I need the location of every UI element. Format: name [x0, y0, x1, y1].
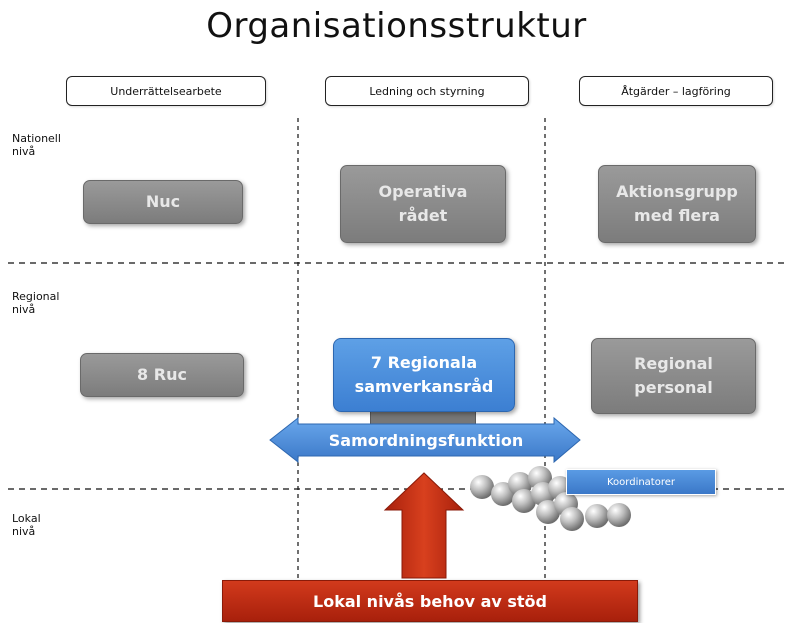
column-header-atgarder: Åtgärder – lagföring — [579, 76, 773, 106]
coordinator-balls — [470, 466, 631, 531]
box-label: 8 Ruc — [137, 365, 187, 384]
column-header-underrattelsearbete: Underrättelsearbete — [66, 76, 266, 106]
column-header-ledning: Ledning och styrning — [325, 76, 529, 106]
column-header-label: Åtgärder – lagföring — [621, 84, 731, 98]
coordinator-ball — [512, 489, 536, 513]
page-title: Organisationsstruktur — [206, 6, 587, 46]
column-header-label: Underrättelsearbete — [110, 84, 222, 98]
level-label-regional: Regional nivå — [12, 290, 60, 316]
coordinator-ball — [585, 504, 609, 528]
box-regional-personal: Regional personal — [591, 338, 756, 414]
samordning-text: Samordningsfunktion — [328, 430, 524, 450]
column-header-label: Ledning och styrning — [369, 84, 485, 98]
koordinatorer-text: Koordinatorer — [606, 476, 676, 488]
koordinatorer-label: Koordinatorer — [566, 469, 716, 495]
box-label: Aktionsgrupp med flera — [616, 182, 738, 225]
coordinator-ball — [607, 503, 631, 527]
box-label: Operativa rådet — [378, 182, 468, 225]
coordinator-ball — [470, 475, 494, 499]
box-nuc: Nuc — [83, 180, 243, 224]
lokal-behov-bar: Lokal nivås behov av stöd — [222, 580, 638, 622]
up-arrow — [383, 472, 465, 579]
box-label: 7 Regionala samverkansråd — [354, 353, 494, 396]
samordningsfunktion-label: Samordningsfunktion — [298, 424, 554, 456]
box-8-ruc: 8 Ruc — [80, 353, 244, 397]
level-label-lokal: Lokal nivå — [12, 512, 41, 538]
samordning-double-arrow — [269, 416, 581, 464]
coordinator-ball — [560, 507, 584, 531]
level-label-nationell: Nationell nivå — [12, 132, 61, 158]
box-operativa-radet: Operativa rådet — [340, 165, 506, 243]
box-aktionsgrupp: Aktionsgrupp med flera — [598, 165, 756, 243]
box-label: Regional personal — [634, 354, 713, 397]
box-label: Nuc — [145, 192, 181, 211]
lokal-behov-text: Lokal nivås behov av stöd — [313, 591, 547, 611]
box-regionala-samverkansrad: 7 Regionala samverkansråd — [333, 338, 515, 412]
coordinator-ball — [536, 500, 560, 524]
